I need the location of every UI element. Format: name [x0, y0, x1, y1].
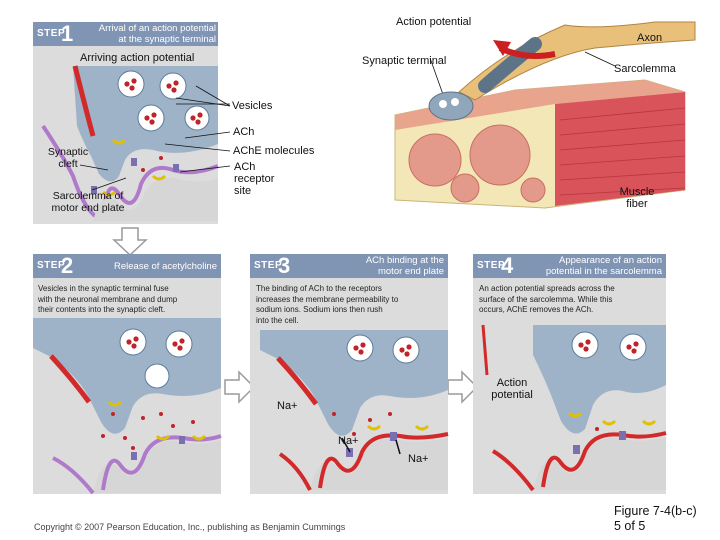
step1-illustration: [33, 65, 219, 221]
label-synaptic-cleft-line2: cleft: [58, 157, 78, 170]
step2-desc-line3: their contents into the synaptic cleft.: [38, 305, 166, 314]
step3-title-line1: ACh binding at the: [365, 255, 444, 266]
step1-vesicles: [117, 70, 210, 132]
step3-desc-line4: into the cell.: [256, 315, 299, 325]
label-ap4-line2: potential: [491, 389, 533, 401]
step2-title: Release of acetylcholine: [114, 261, 217, 272]
step1-title: Arrival of an action potential at the sy…: [76, 23, 216, 45]
label-receptor-line3: site: [234, 185, 252, 197]
step3-desc-line3: sodium ions. Sodium ions then rush: [256, 305, 383, 314]
step2-header: STEP 2 Release of acetylcholine: [33, 253, 221, 278]
step4-description: An action potential spreads across the s…: [479, 284, 665, 316]
step4-badge: STEP 4: [473, 253, 521, 278]
step2-desc-line2: with the neuronal membrane and dump: [38, 294, 178, 304]
step3-title-line2: motor end plate: [377, 266, 444, 277]
label-sarcolemma: Sarcolemma: [614, 63, 676, 75]
step3-word: STEP: [254, 260, 283, 271]
overview-illustration: [394, 21, 696, 209]
label-synaptic-cleft-line1: Synaptic: [47, 146, 89, 158]
step4-title: Appearance of an action potential in the…: [522, 255, 662, 277]
label-na-ion-2: Na+: [338, 435, 359, 447]
label-sarcolemma-motor-line2: motor end plate: [51, 201, 125, 214]
figure-caption-line2: 5 of 5: [614, 519, 646, 533]
step3-header: STEP 3 ACh binding at the motor end plat…: [250, 253, 448, 278]
step2-desc-line1: Vesicles in the synaptic terminal fuse: [38, 284, 169, 293]
copyright-notice: Copyright © 2007 Pearson Education, Inc.…: [34, 522, 346, 532]
label-receptor-line1: ACh: [234, 161, 256, 173]
step3-desc-line1: The binding of ACh to the receptors: [256, 284, 382, 293]
label-synaptic-terminal: Synaptic terminal: [362, 55, 447, 67]
right-arrow-3-4: [447, 370, 479, 404]
step4-desc-line1: An action potential spreads across the: [479, 284, 615, 293]
step4-desc-line2: surface of the sarcolemma. While this: [479, 294, 613, 304]
label-action-potential: Action potential: [396, 16, 472, 28]
step3-desc-line2: increases the membrane permeability to: [256, 294, 399, 304]
step2-word: STEP: [37, 260, 66, 271]
step4-title-line1: Appearance of an action: [559, 255, 662, 266]
step3-badge: STEP 3: [250, 253, 298, 278]
label-muscle-fiber-line2: fiber: [626, 198, 648, 210]
step3-number: 3: [278, 253, 291, 278]
step1-arriving-potential-arrow: [72, 65, 96, 137]
step1-title-line1: Arrival of an action potential: [98, 23, 216, 34]
step1-number: 1: [61, 21, 74, 46]
step2-description: Vesicles in the synaptic terminal fuse w…: [38, 284, 218, 316]
label-muscle-fiber: Muscle fiber: [612, 186, 662, 210]
step1-badge: STEP 1: [33, 21, 81, 46]
step4-number: 4: [501, 253, 514, 278]
label-axon: Axon: [637, 32, 663, 44]
step2-number: 2: [61, 253, 74, 278]
step2-badge: STEP 2: [33, 253, 81, 278]
label-na-ion-1: Na+: [277, 400, 298, 412]
step4-illustration: [473, 324, 667, 492]
step4-title-line2: potential in the sarcolemma: [545, 266, 662, 277]
axon-shape: [458, 21, 696, 101]
step1-word: STEP: [37, 28, 66, 39]
label-ap4-line1: Action: [496, 377, 528, 389]
down-arrow: [112, 227, 148, 257]
step2-illustration: [33, 318, 222, 495]
overview-synaptic-terminal: [428, 91, 474, 121]
step3-title: ACh binding at the motor end plate: [324, 255, 444, 277]
step3-illustration: [250, 330, 449, 491]
label-muscle-fiber-line1: Muscle: [619, 186, 655, 198]
figure-caption-line1: Figure 7-4(b-c): [614, 504, 697, 518]
step1-title-line2: at the synaptic terminal: [118, 34, 216, 45]
figure-caption: Figure 7-4(b-c) 5 of 5: [614, 504, 697, 534]
step1-sarcolemma: [41, 124, 219, 218]
label-arriving-action-potential: Arriving action potential: [80, 52, 195, 64]
step4-header: STEP 4 Appearance of an action potential…: [473, 253, 666, 278]
label-synaptic-cleft: Synaptic cleft: [46, 146, 90, 170]
label-ach-receptor-site: ACh receptor site: [234, 161, 274, 197]
label-receptor-line2: receptor: [234, 173, 275, 185]
label-sarcolemma-motor-end-plate: Sarcolemma of motor end plate: [40, 190, 136, 214]
right-arrow-2-3: [224, 370, 256, 404]
step3-description: The binding of ACh to the receptors incr…: [256, 284, 446, 326]
label-ache-molecules: AChE molecules: [233, 145, 315, 157]
label-vesicles: Vesicles: [232, 100, 273, 112]
label-action-potential-step4: Action potential: [485, 377, 539, 401]
step4-desc-line3: occurs, AChE removes the ACh.: [479, 305, 594, 314]
step4-word: STEP: [477, 260, 506, 271]
label-na-ion-3: Na+: [408, 453, 429, 465]
label-sarcolemma-motor-line1: Sarcolemma of: [52, 190, 124, 202]
label-ach: ACh: [233, 126, 255, 138]
step1-header: STEP 1 Arrival of an action potential at…: [33, 21, 218, 46]
